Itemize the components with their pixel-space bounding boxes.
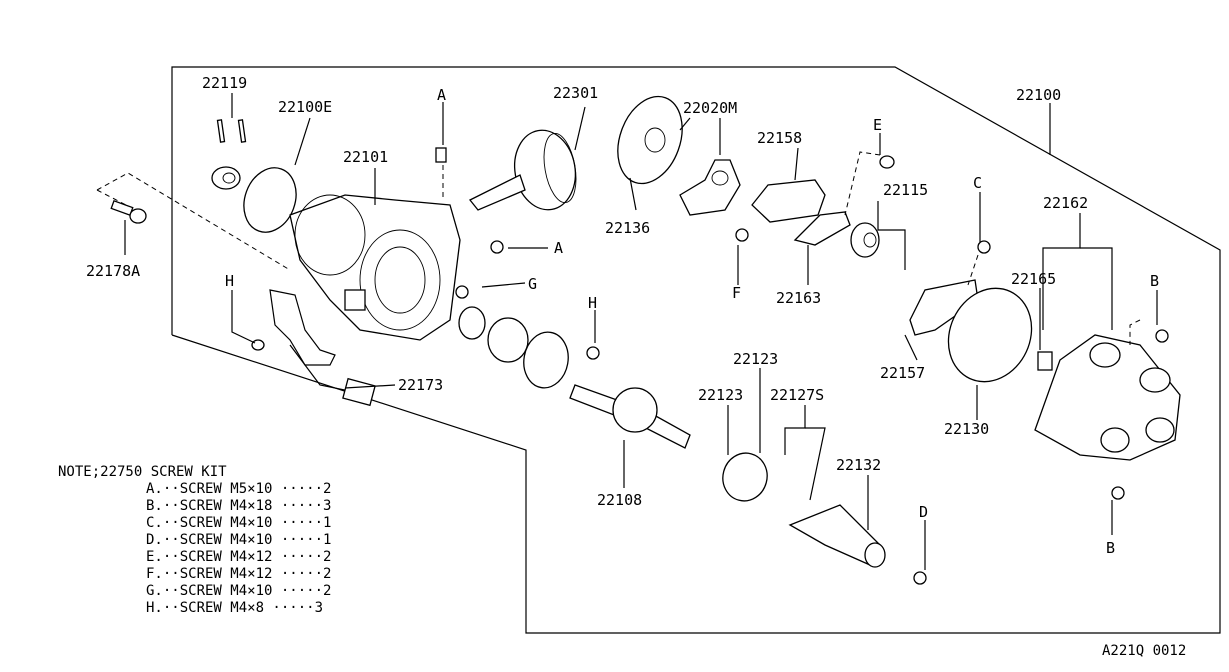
part-22119-cap [211, 119, 247, 190]
screw-ref-G: G [528, 275, 537, 293]
bearing-large [487, 317, 529, 363]
label-22100: 22100 [1016, 86, 1061, 104]
part-22301-vacuum-unit [468, 129, 577, 211]
part-22163-stator [793, 211, 851, 246]
part-22158-bracket [751, 179, 826, 223]
part-22132-drive [788, 504, 886, 568]
label-22163: 22163 [776, 289, 821, 307]
assembly-boundary [171, 66, 1221, 634]
note-line-A: A.··SCREW M5×10 ·····2 [146, 481, 331, 497]
screw-ref-B-top: B [1150, 272, 1159, 290]
screw-ref-C: C [973, 174, 982, 192]
label-22119: 22119 [202, 74, 247, 92]
leader-lines [124, 93, 1158, 570]
label-22178A: 22178A [86, 262, 140, 280]
screw-ref-B-bottom: B [1106, 539, 1115, 557]
part-22123-governor [722, 452, 768, 502]
screw-ref-D: D [919, 503, 928, 521]
screw-ref-E: E [873, 116, 882, 134]
diagram-code: A221Q 0012 [1102, 643, 1186, 659]
screw-ref-H-left: H [225, 272, 234, 290]
part-22173-harness [251, 289, 376, 407]
part-22108-shaft [569, 384, 691, 449]
screw-markers [435, 147, 1169, 585]
note-line-E: E.··SCREW M4×12 ·····2 [146, 549, 331, 565]
label-22301: 22301 [553, 84, 598, 102]
part-22162-cap [1034, 334, 1181, 461]
label-22157: 22157 [880, 364, 925, 382]
label-22127S: 22127S [770, 386, 824, 404]
part-22136-plate [617, 95, 683, 185]
label-22173: 22173 [398, 376, 443, 394]
label-22132: 22132 [836, 456, 881, 474]
label-22136: 22136 [605, 219, 650, 237]
label-22101: 22101 [343, 148, 388, 166]
label-22108: 22108 [597, 491, 642, 509]
part-22101-housing [289, 194, 461, 341]
label-22123-lower: 22123 [698, 386, 743, 404]
label-22162: 22162 [1043, 194, 1088, 212]
screw-ref-A-side: A [554, 239, 563, 257]
label-22020M: 22020M [683, 99, 737, 117]
part-22100E-gasket [243, 167, 297, 233]
note-line-D: D.··SCREW M4×10 ·····1 [146, 532, 331, 548]
label-22115: 22115 [883, 181, 928, 199]
note-line-H: H.··SCREW M4×8 ·····3 [146, 600, 323, 616]
note-line-B: B.··SCREW M4×18 ·····3 [146, 498, 331, 514]
part-22178A-screw [96, 172, 291, 271]
label-22165: 22165 [1011, 270, 1056, 288]
retainer-plate [523, 331, 569, 389]
note-line-F: F.··SCREW M4×12 ·····2 [146, 566, 331, 582]
note-line-C: C.··SCREW M4×10 ·····1 [146, 515, 331, 531]
part-22115-rotor [850, 222, 880, 258]
label-22123-upper: 22123 [733, 350, 778, 368]
note-line-G: G.··SCREW M4×10 ·····2 [146, 583, 331, 599]
note-title: NOTE;22750 SCREW KIT [58, 464, 227, 480]
part-22020M-pickup [679, 159, 741, 216]
screw-ref-H-right: H [588, 294, 597, 312]
label-22158: 22158 [757, 129, 802, 147]
label-22100E: 22100E [278, 98, 332, 116]
screw-ref-F: F [732, 284, 741, 302]
part-22130-gasket [947, 287, 1033, 383]
bearing-small [458, 306, 486, 340]
label-22130: 22130 [944, 420, 989, 438]
part-22165-carbon [1037, 351, 1053, 371]
screw-ref-A-top: A [437, 86, 446, 104]
screw-kit-note: NOTE;22750 SCREW KIT A.··SCREW M5×10 ···… [58, 464, 331, 616]
